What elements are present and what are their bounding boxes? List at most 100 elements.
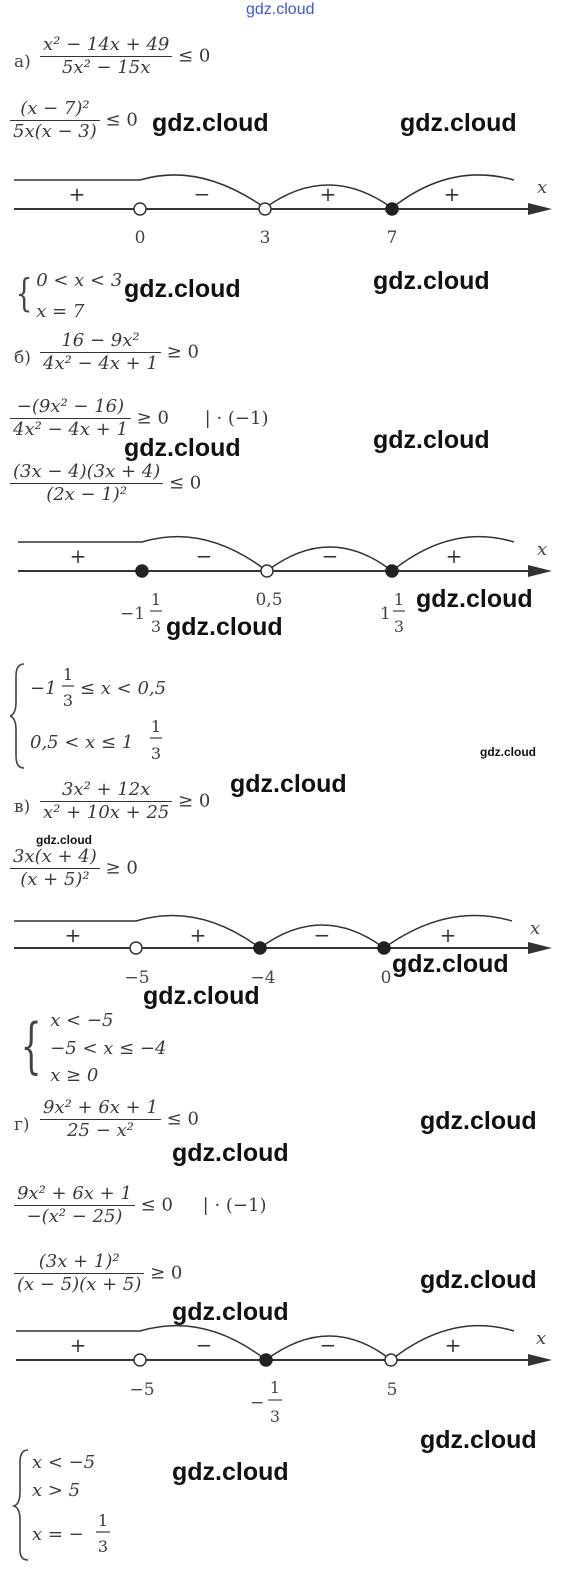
filled-point: [259, 1353, 273, 1367]
watermark: gdz.cloud: [36, 833, 92, 847]
svg-text:3: 3: [270, 1407, 280, 1426]
answer-line: x < −5: [32, 1452, 95, 1473]
point-label: 5: [387, 1380, 398, 1400]
part-b-ineq2: −(9x² − 16)4x² − 4x + 1 ≥ 0 | · (−1): [10, 396, 268, 441]
answer-system-a: { 0 < x < 3 x = 7: [15, 270, 123, 322]
open-point: [129, 941, 143, 955]
fraction: 3x(x + 4)(x + 5)²: [10, 846, 100, 891]
point-label: −4: [250, 968, 275, 988]
part-v-ineq2: 3x(x + 4)(x + 5)² ≥ 0: [10, 846, 138, 891]
fraction: (3x − 4)(3x + 4)(2x − 1)²: [10, 461, 164, 506]
svg-text:0,5 < x ≤ 1: 0,5 < x ≤ 1: [30, 732, 133, 753]
part-b-label: б): [14, 348, 31, 368]
number-line-g: x + − − + −5 − 1 3 5: [16, 1324, 552, 1426]
sign: +: [70, 1333, 87, 1357]
svg-text:1: 1: [63, 665, 73, 684]
part-g-label: г): [14, 1115, 30, 1135]
sign: −: [196, 544, 213, 568]
point-label: −5: [124, 968, 149, 988]
point-label: − 1 3: [250, 1378, 282, 1426]
watermark: gdz.cloud: [143, 982, 260, 1010]
watermark: gdz.cloud: [420, 1266, 537, 1294]
open-point: [133, 1353, 147, 1367]
filled-point: [253, 941, 267, 955]
point-label: −1 1 3: [120, 590, 162, 636]
svg-text:1: 1: [98, 1511, 108, 1530]
watermark: gdz.cloud: [373, 267, 490, 295]
fraction: (3x + 1)²(x − 5)(x + 5): [14, 1251, 145, 1296]
svg-text:3: 3: [151, 617, 161, 636]
answer-system-g: x < −5 x > 5 x = − 1 3: [12, 1449, 110, 1561]
watermark: gdz.cloud: [480, 745, 536, 759]
sign: +: [190, 923, 207, 947]
svg-text:1: 1: [394, 590, 404, 609]
point-label: −5: [129, 1380, 154, 1400]
axis-label: x: [537, 177, 547, 198]
watermark: gdz.cloud: [124, 275, 241, 303]
svg-text:−1: −1: [30, 678, 57, 699]
svg-text:1: 1: [151, 590, 161, 609]
watermark: gdz.cloud: [420, 1426, 537, 1454]
open-point: [258, 202, 272, 216]
sign: −: [320, 1333, 337, 1357]
part-b-ineq3: (3x − 4)(3x + 4)(2x − 1)² ≤ 0: [10, 461, 201, 506]
sign: −: [322, 544, 339, 568]
sign: −: [194, 182, 211, 206]
watermark: gdz.cloud: [152, 109, 269, 137]
number-line-b: x + − − + −1 1 3 0,5 1 1 3: [18, 535, 552, 636]
svg-text:3: 3: [63, 691, 73, 710]
brace: {: [15, 271, 33, 315]
part-g-ineq3: (3x + 1)²(x − 5)(x + 5) ≥ 0: [14, 1251, 182, 1296]
svg-text:3: 3: [394, 617, 404, 636]
open-point: [384, 1353, 398, 1367]
svg-text:3: 3: [151, 744, 161, 763]
part-g-ineq2: 9x² + 6x + 1−(x² − 25) ≤ 0 | · (−1): [14, 1183, 266, 1228]
filled-point: [385, 202, 399, 216]
sign: −: [196, 1333, 213, 1357]
watermark: gdz.cloud: [172, 1458, 289, 1486]
svg-text:−1: −1: [120, 604, 145, 624]
part-v-label: в): [14, 797, 31, 817]
watermark-top: gdz.cloud: [246, 1, 315, 18]
number-line-v: x + + − + −5 −4 0: [14, 914, 552, 988]
watermark: gdz.cloud: [172, 1139, 289, 1167]
sign: +: [69, 182, 86, 206]
svg-text:−: −: [250, 1393, 264, 1413]
watermark: gdz.cloud: [230, 770, 347, 798]
sign: −: [314, 923, 331, 947]
point-label: 0: [135, 228, 146, 248]
point-label: 3: [260, 228, 271, 248]
svg-text:1: 1: [151, 717, 161, 736]
axis-label: x: [536, 1328, 546, 1349]
axis-label: x: [530, 918, 540, 939]
watermark: gdz.cloud: [373, 426, 490, 454]
sign: +: [445, 1333, 462, 1357]
fraction: −(9x² − 16)4x² − 4x + 1: [10, 396, 131, 441]
watermark: gdz.cloud: [172, 1298, 289, 1326]
point-label: 1 1 3: [380, 590, 405, 636]
answer-system-b: −1 1 3 ≤ x < 0,5 0,5 < x ≤ 1 1 3: [10, 663, 166, 769]
sign: +: [444, 182, 461, 206]
point-label: 7: [387, 228, 398, 248]
number-line-a: x + − + + 0 3 7: [14, 174, 552, 248]
point-label: 0: [381, 968, 392, 988]
open-point: [133, 202, 147, 216]
axis-label: x: [537, 539, 547, 560]
point-label: 0,5: [255, 590, 282, 610]
filled-point: [377, 941, 391, 955]
brace: {: [20, 1011, 42, 1081]
open-point: [260, 564, 274, 578]
watermark: gdz.cloud: [400, 109, 517, 137]
sign: +: [65, 923, 82, 947]
sign: +: [320, 182, 337, 206]
sign: +: [446, 544, 463, 568]
answer-line: x > 5: [32, 1480, 80, 1501]
